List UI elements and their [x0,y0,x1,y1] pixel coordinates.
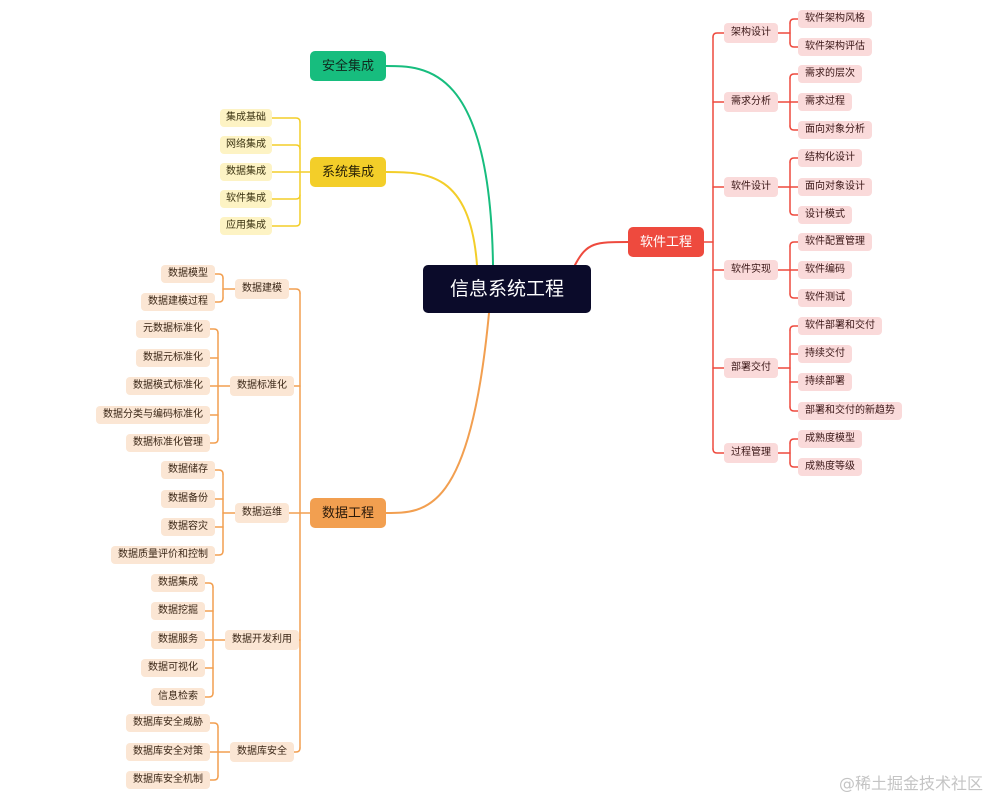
data-leaf[interactable]: 数据挖掘 [151,602,205,620]
link-system-0 [271,117,301,123]
link-software-5 [712,448,725,454]
link-data-leaf-0-0 [214,273,224,279]
software-leaf[interactable]: 部署和交付的新趋势 [798,402,902,420]
system-item[interactable]: 应用集成 [220,217,272,235]
software-subtopic[interactable]: 部署交付 [724,358,778,378]
software-leaf[interactable]: 设计模式 [798,206,852,224]
data-leaf[interactable]: 数据建模过程 [141,293,215,311]
data-leaf[interactable]: 数据模式标准化 [126,377,210,395]
link-software-leaf-0-0 [789,18,799,24]
curve-root-to-security [385,65,494,266]
data-leaf[interactable]: 数据模型 [161,265,215,283]
software-subtopic[interactable]: 需求分析 [724,92,778,112]
system-item[interactable]: 数据集成 [220,163,272,181]
software-leaf[interactable]: 软件配置管理 [798,233,872,251]
link-data-leaf-1-0 [209,328,219,334]
data-leaf[interactable]: 数据容灾 [161,518,215,536]
central-topic[interactable]: 信息系统工程 [423,265,591,313]
data-leaf[interactable]: 数据标准化管理 [126,434,210,452]
link-data-4 [293,747,301,753]
link-data-leaf-0-1 [214,297,224,303]
software-leaf[interactable]: 持续部署 [798,373,852,391]
system-item[interactable]: 软件集成 [220,190,272,208]
data-subtopic[interactable]: 数据开发利用 [225,630,299,650]
link-software-leaf-1-0 [789,73,799,79]
software-subtopic[interactable]: 软件实现 [724,260,778,280]
data-leaf[interactable]: 数据元标准化 [136,349,210,367]
link-system-1 [271,144,301,150]
link-software-leaf-5-1 [789,462,799,468]
software-leaf[interactable]: 需求的层次 [798,65,862,83]
data-leaf[interactable]: 数据备份 [161,490,215,508]
software-leaf[interactable]: 需求过程 [798,93,852,111]
branch-data-engineering[interactable]: 数据工程 [310,498,386,528]
software-leaf[interactable]: 软件架构评估 [798,38,872,56]
data-leaf[interactable]: 数据服务 [151,631,205,649]
branch-system-integration[interactable]: 系统集成 [310,157,386,187]
link-system-4 [271,221,301,227]
system-item[interactable]: 网络集成 [220,136,272,154]
software-leaf[interactable]: 面向对象设计 [798,178,872,196]
data-leaf[interactable]: 数据储存 [161,461,215,479]
software-subtopic[interactable]: 架构设计 [724,23,778,43]
software-leaf[interactable]: 面向对象分析 [798,121,872,139]
link-data-leaf-3-0 [204,582,214,588]
curve-root-to-data [385,312,490,514]
link-data-leaf-3-4 [204,692,214,698]
software-leaf[interactable]: 成熟度等级 [798,458,862,476]
data-leaf[interactable]: 数据库安全对策 [126,743,210,761]
system-item[interactable]: 集成基础 [220,109,272,127]
link-data-leaf-2-3 [214,550,224,556]
link-software-leaf-5-0 [789,438,799,444]
software-leaf[interactable]: 结构化设计 [798,149,862,167]
link-software-leaf-4-0 [789,325,799,331]
data-subtopic[interactable]: 数据库安全 [230,742,294,762]
curve-root-to-software [574,241,629,266]
software-subtopic[interactable]: 软件设计 [724,177,778,197]
link-data-leaf-2-0 [214,469,224,475]
data-leaf[interactable]: 数据质量评价和控制 [111,546,215,564]
link-data-0 [288,288,301,294]
software-subtopic[interactable]: 过程管理 [724,443,778,463]
data-leaf[interactable]: 数据库安全机制 [126,771,210,789]
software-leaf[interactable]: 成熟度模型 [798,430,862,448]
data-leaf[interactable]: 元数据标准化 [136,320,210,338]
data-leaf[interactable]: 信息检索 [151,688,205,706]
software-leaf[interactable]: 软件编码 [798,261,852,279]
link-software-leaf-0-1 [789,42,799,48]
link-data-leaf-4-2 [209,775,219,781]
data-leaf[interactable]: 数据集成 [151,574,205,592]
software-leaf[interactable]: 软件测试 [798,289,852,307]
link-system-3 [271,194,301,200]
data-subtopic[interactable]: 数据运维 [235,503,289,523]
data-subtopic[interactable]: 数据标准化 [230,376,294,396]
curve-root-to-system [385,171,478,266]
data-leaf[interactable]: 数据库安全威胁 [126,714,210,732]
software-leaf[interactable]: 软件部署和交付 [798,317,882,335]
branch-software-engineering[interactable]: 软件工程 [628,227,704,257]
software-leaf[interactable]: 持续交付 [798,345,852,363]
link-data-leaf-1-4 [209,438,219,444]
link-software-leaf-2-2 [789,210,799,216]
link-data-leaf-4-0 [209,722,219,728]
link-software-leaf-4-3 [789,406,799,412]
data-subtopic[interactable]: 数据建模 [235,279,289,299]
link-software-leaf-3-0 [789,241,799,247]
link-software-leaf-1-2 [789,125,799,131]
software-leaf[interactable]: 软件架构风格 [798,10,872,28]
data-leaf[interactable]: 数据可视化 [141,659,205,677]
data-leaf[interactable]: 数据分类与编码标准化 [96,406,210,424]
link-software-leaf-2-0 [789,157,799,163]
branch-security-integration[interactable]: 安全集成 [310,51,386,81]
link-software-leaf-3-2 [789,293,799,299]
link-software-0 [712,32,725,38]
watermark: @稀土掘金技术社区 [838,774,983,793]
